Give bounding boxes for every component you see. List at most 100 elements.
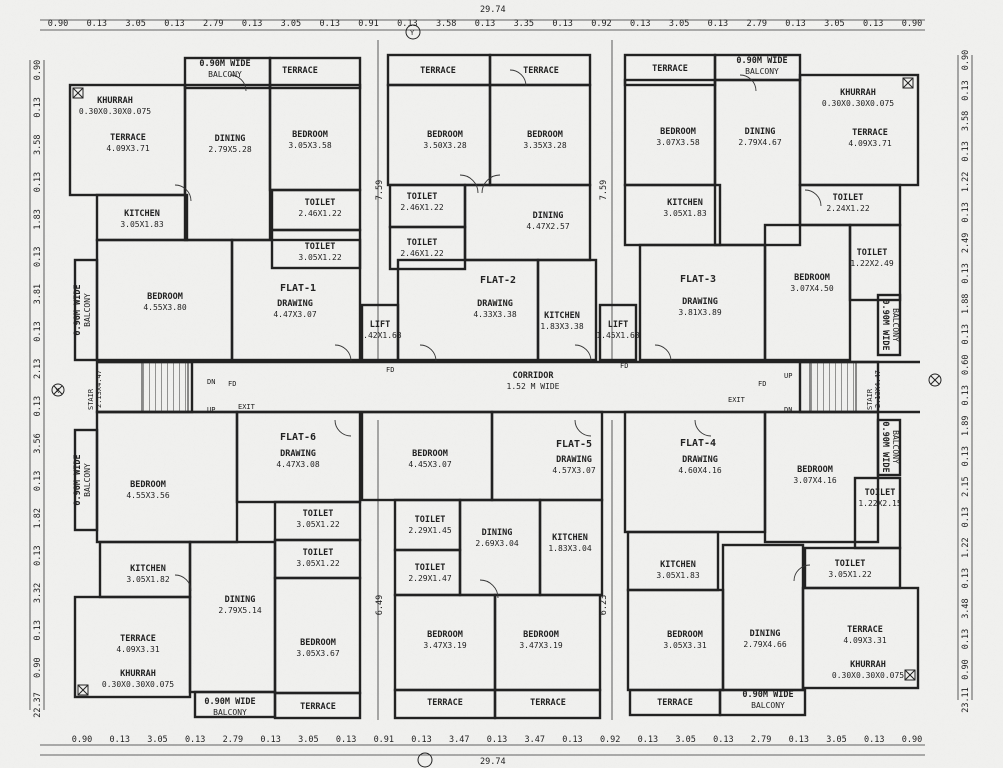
room-dim: 0.30X0.30X0.075 xyxy=(822,99,894,108)
room-dim: 1.22X2.49 xyxy=(850,259,894,268)
room-dim: BALCONY xyxy=(891,430,900,464)
dimension-value: 2.13 xyxy=(33,359,43,379)
dimension-value: 3.47 xyxy=(524,735,544,745)
room-name: KHURRAH xyxy=(840,88,876,98)
room-name: KHURRAH xyxy=(97,96,133,106)
room-dim: 4.47X3.07 xyxy=(273,310,317,319)
dimension-value: 3.05 xyxy=(147,735,167,745)
dimension-value: 0.90 xyxy=(33,60,43,80)
dimensions-left: 0.900.133.580.131.830.133.810.132.130.13… xyxy=(33,60,43,718)
dimension-value: 0.13 xyxy=(33,321,43,341)
room-name: KITCHEN xyxy=(552,533,588,543)
dimension-value: 3.58 xyxy=(33,134,43,154)
flat-label: FLAT-1 xyxy=(280,283,316,294)
room-name: TOILET xyxy=(833,193,864,203)
room-name: BEDROOM xyxy=(794,273,830,283)
room-dim: 1.45X1.63 xyxy=(596,331,640,340)
room-name: DINING xyxy=(482,528,513,538)
dimension-value: 0.13 xyxy=(33,97,43,117)
room-name: KHURRAH xyxy=(120,669,156,679)
room-dim: 3.05X1.22 xyxy=(828,570,872,579)
dimension-value: 0.90 xyxy=(48,19,68,29)
room-name: TERRACE xyxy=(282,66,318,76)
room-dim: 4.33X3.38 xyxy=(473,310,517,319)
room-dim: 4.45X3.07 xyxy=(408,460,452,469)
room-name: TERRACE xyxy=(657,698,693,708)
total-width-bottom: 29.74 xyxy=(480,757,506,767)
room-dim: 3.81X3.89 xyxy=(678,308,722,317)
stair-left-dim: 2.13X4.47 xyxy=(95,370,103,408)
room-name: KITCHEN xyxy=(124,209,160,219)
room-dim: 3.50X3.28 xyxy=(423,141,467,150)
room-name: DINING xyxy=(745,127,776,137)
dimension-value: 0.90 xyxy=(33,657,43,677)
dimension-value: 0.13 xyxy=(864,735,884,745)
dimension-value: 23.11 xyxy=(961,687,971,713)
room-dim: 4.09X3.31 xyxy=(843,636,887,645)
dimension-value: 0.13 xyxy=(164,19,184,29)
dimension-value: 1.83 xyxy=(33,209,43,229)
dimension-value: 0.13 xyxy=(87,19,107,29)
room-name: BEDROOM xyxy=(523,630,559,640)
flat-label: FLAT-6 xyxy=(280,432,316,443)
room-dim: 3.35X3.28 xyxy=(523,141,567,150)
dimension-value: 0.90 xyxy=(902,735,922,745)
room-dim: 2.24X1.22 xyxy=(826,204,870,213)
room-dim: 3.07X4.50 xyxy=(790,284,834,293)
room-name: DRAWING xyxy=(277,299,313,309)
dimension-value: 0.13 xyxy=(630,19,650,29)
room-name: 0.90M WIDE xyxy=(199,59,250,69)
room-name: KITCHEN xyxy=(544,311,580,321)
room-dim: 4.09X3.71 xyxy=(848,139,892,148)
dimension-value: 0.13 xyxy=(109,735,129,745)
room-name: KITCHEN xyxy=(660,560,696,570)
dimension-value: 2.15 xyxy=(961,476,971,496)
dimension-value: 3.05 xyxy=(675,735,695,745)
stair-left-up: UP xyxy=(207,406,215,414)
room-name: BEDROOM xyxy=(660,127,696,137)
room-dim: 3.47X3.19 xyxy=(423,641,467,650)
total-width-top: 29.74 xyxy=(480,5,506,15)
room-dim: 4.55X3.56 xyxy=(126,491,170,500)
dimension-value: 0.13 xyxy=(33,471,43,491)
room-dim: 4.09X3.31 xyxy=(116,645,160,654)
dimension-value: 0.13 xyxy=(961,385,971,405)
room-name: BEDROOM xyxy=(797,465,833,475)
room-dim: 3.05X1.83 xyxy=(663,209,707,218)
room-name: 0.90M WIDE xyxy=(204,697,255,707)
dimension-value: 0.13 xyxy=(411,735,431,745)
room-name: BEDROOM xyxy=(527,130,563,140)
dimension-value: 3.81 xyxy=(33,284,43,304)
dimension-value: 3.58 xyxy=(961,111,971,131)
room-dim: 2.29X1.47 xyxy=(408,574,452,583)
room-dim: 1.22X2.15 xyxy=(858,499,902,508)
room-dim: BALCONY xyxy=(213,708,247,717)
room-name: 0.90M WIDE xyxy=(73,284,83,335)
dimension-value: 3.32 xyxy=(33,583,43,603)
room-dim: 4.55X3.80 xyxy=(143,303,187,312)
dimension-value: 0.13 xyxy=(242,19,262,29)
room-dim: 4.60X4.16 xyxy=(678,466,722,475)
room-name: TOILET xyxy=(407,192,438,202)
room-dim: BALCONY xyxy=(891,308,900,342)
room-dim: 3.05X3.31 xyxy=(663,641,707,650)
room-name: TOILET xyxy=(305,242,336,252)
room-dim: 0.30X0.30X0.075 xyxy=(102,680,174,689)
dimension-lines xyxy=(29,19,973,756)
room-name: BEDROOM xyxy=(300,638,336,648)
room-name: TOILET xyxy=(415,563,446,573)
room-name: DINING xyxy=(225,595,256,605)
dimension-value: 0.13 xyxy=(260,735,280,745)
dimension-value: 0.13 xyxy=(33,172,43,192)
dimension-value: 7.59 xyxy=(375,180,385,200)
room-name: TERRACE xyxy=(847,625,883,635)
dimension-value: 0.13 xyxy=(961,507,971,527)
dimension-value: 0.91 xyxy=(374,735,394,745)
flat-label: FLAT-4 xyxy=(680,438,716,449)
dimension-value: 0.13 xyxy=(708,19,728,29)
room-name: 0.90M WIDE xyxy=(742,690,793,700)
room-name: 0.90M WIDE xyxy=(736,56,787,66)
room-name: LIFT xyxy=(370,320,390,330)
dimension-value: 2.49 xyxy=(961,233,971,253)
room-name: 0.90M WIDE xyxy=(880,421,890,472)
